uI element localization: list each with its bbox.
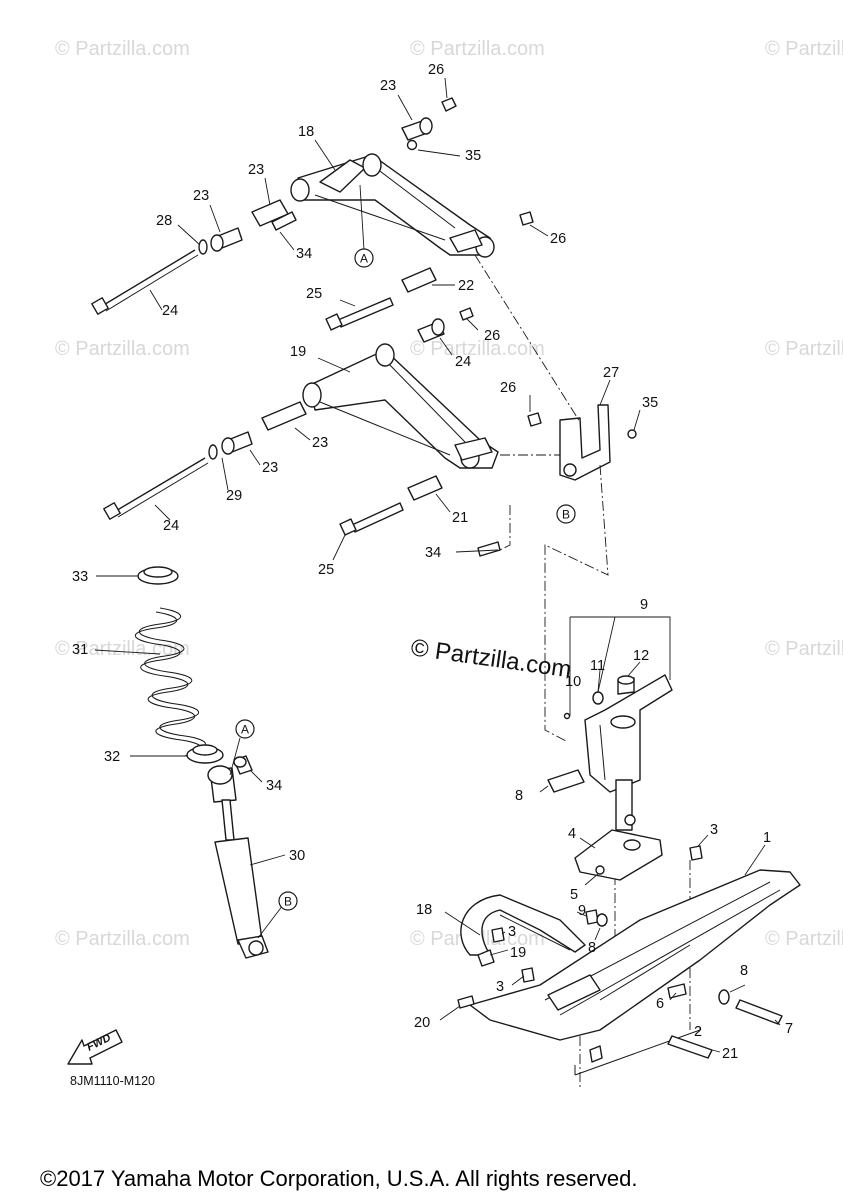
copyright-notice: ©2017 Yamaha Motor Corporation, U.S.A. A… (40, 1166, 637, 1191)
part-number-label: 34 (296, 246, 312, 262)
lower-arm-20 (302, 343, 499, 469)
part-number-label: 3 (496, 979, 504, 995)
watermark: © Partzilla.com (765, 338, 843, 360)
part-number-label: 8 (740, 963, 748, 979)
part-number-label: 34 (425, 545, 441, 561)
part-number-label: 23 (312, 435, 328, 451)
part-number-label: 18 (298, 124, 314, 140)
watermark: © Partzilla.com (55, 38, 190, 60)
part-number-label: 33 (72, 569, 88, 585)
shock-absorber (134, 566, 269, 959)
part-number-label: 12 (633, 648, 649, 664)
watermark: © Partzilla.com (410, 338, 545, 360)
watermark: © Partzilla.com (765, 638, 843, 660)
watermark: © Partzilla.com (765, 928, 843, 950)
upper-arm-hardware (91, 97, 534, 331)
part-number-label: 7 (785, 1021, 793, 1037)
watermarks: © Partzilla.com © Partzilla.com © Partzi… (55, 38, 843, 950)
part-number-label: 10 (565, 674, 581, 690)
part-number-label: 20 (414, 1015, 430, 1031)
callout-circle-a (354, 248, 374, 268)
part-number-label: 21 (722, 1046, 738, 1062)
part-number-label: 23 (262, 460, 278, 476)
part-number-label: 29 (226, 488, 242, 504)
part-number-label: 9 (640, 597, 648, 613)
part-number-label: 26 (428, 62, 444, 78)
part-number-label: 26 (500, 380, 516, 396)
part-number-label: 35 (642, 395, 658, 411)
watermark: © Partzilla.com (55, 338, 190, 360)
part-number-label: 25 (306, 286, 322, 302)
part-number-label: 11 (590, 658, 605, 674)
part-number-label: 19 (290, 344, 306, 360)
part-number-label: 18 (416, 902, 432, 918)
callout-b-label: B (562, 508, 570, 522)
part-number-label: 35 (465, 148, 481, 164)
part-number-label: 23 (248, 162, 264, 178)
callout-a-label: A (360, 252, 368, 266)
spindle-assembly (547, 674, 703, 927)
part-number-label: 32 (104, 749, 120, 765)
part-number-label: 19 (510, 945, 526, 961)
part-number-label: 24 (163, 518, 179, 534)
part-number-label: 2 (694, 1024, 702, 1040)
part-number-label: 24 (162, 303, 178, 319)
callouts: A B A B (235, 248, 576, 911)
watermark-center: © Partzilla.com (409, 634, 573, 683)
part-number-label: 1 (763, 830, 771, 846)
part-number-label: 25 (318, 562, 334, 578)
upper-arm-19 (290, 153, 495, 258)
part-number-label: 30 (289, 848, 305, 864)
part-number-label: 21 (452, 510, 468, 526)
part-labels: 23 26 18 35 23 23 28 34 26 22 25 24 26 2… (72, 62, 793, 1062)
ski-1 (457, 869, 801, 1076)
fwd-arrow-icon: FWD (67, 1029, 123, 1065)
watermark: © Partzilla.com (55, 638, 190, 660)
leader-lines (94, 77, 781, 1053)
part-number-label: 8 (588, 940, 596, 956)
watermark: © Partzilla.com (55, 928, 190, 950)
part-number-label: 26 (550, 231, 566, 247)
part-number-label: 26 (484, 328, 500, 344)
part-number-label: 22 (458, 278, 474, 294)
part-number-label: 5 (570, 887, 578, 903)
part-number-label: 27 (603, 365, 619, 381)
callout-circle-b (556, 504, 576, 524)
part-number-label: 3 (710, 822, 718, 838)
callout-circle-a (235, 719, 255, 739)
part-number-label: 3 (508, 924, 516, 940)
watermark: © Partzilla.com (410, 38, 545, 60)
part-number-label: 24 (455, 354, 471, 370)
callout-b-label: B (284, 895, 292, 909)
bracket-27 (477, 404, 637, 557)
part-number-label: 34 (266, 778, 282, 794)
part-number-label: 31 (72, 642, 88, 658)
callout-circle-b (278, 891, 298, 911)
part-number-label: 23 (380, 78, 396, 94)
part-number-label: 28 (156, 213, 172, 229)
callout-a-label: A (241, 723, 249, 737)
part-number-label: 9 (578, 903, 586, 919)
lower-arm-hardware (103, 307, 542, 536)
watermark: © Partzilla.com (765, 38, 843, 60)
part-number-label: 8 (515, 788, 523, 804)
part-number-label: 23 (193, 188, 209, 204)
part-number-label: 6 (656, 996, 664, 1012)
part-number-label: 4 (568, 826, 576, 842)
diagram-code: 8JM1110-M120 (70, 1074, 155, 1088)
